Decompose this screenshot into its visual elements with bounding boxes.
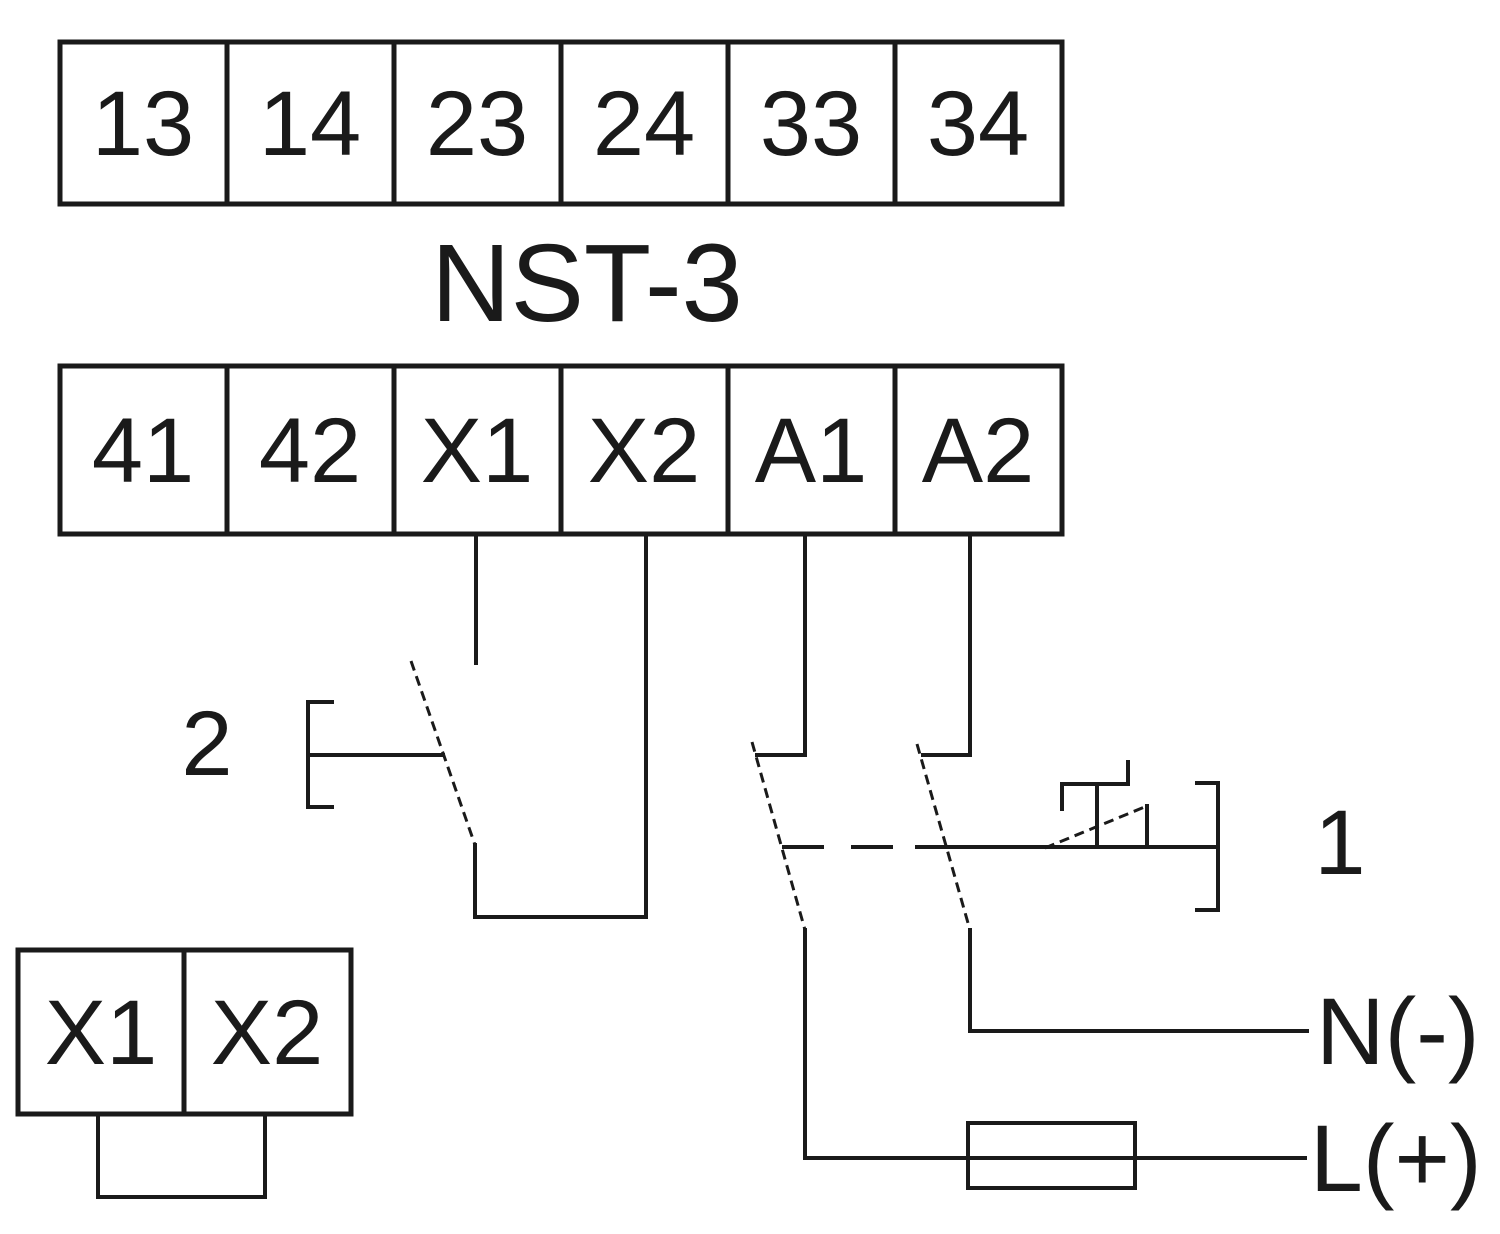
terminal-box-33 [725,39,898,207]
line-supply-label: L(+) [1310,1106,1482,1212]
terminal-box-41 [57,363,230,537]
terminal-label: 33 [760,73,862,175]
button-2-label: 2 [181,693,232,795]
terminal-label: X1 [421,400,534,502]
terminal-label: 23 [426,73,528,175]
aux-terminal-box-x2 [181,947,354,1117]
terminal-label: 41 [92,400,194,502]
wire-aux-jumper [96,1112,267,1199]
terminal-label: 34 [927,73,1029,175]
aux-terminal-box-x1 [15,947,187,1117]
aux-terminal-block: X1 X2 [15,947,354,1117]
terminal-box-42 [224,363,397,537]
terminal-label: 24 [593,73,695,175]
terminal-box-a1 [725,363,898,537]
terminal-box-23 [391,39,564,207]
terminal-label: 13 [92,73,194,175]
push-button-1-icon [1195,781,1220,912]
device-title: NST-3 [431,222,743,345]
terminal-row-bottom: 41 42 X1 X2 A1 A2 [57,363,1065,537]
wire-a1-stub [755,532,807,757]
fuse-icon [966,1121,1137,1190]
terminal-box-34 [892,39,1065,207]
terminal-label: A1 [755,400,868,502]
terminal-box-24 [558,39,731,207]
push-button-2-icon [306,700,445,809]
latching-release-icon [1044,760,1149,850]
terminal-row-top: 13 14 23 24 33 34 [57,39,1065,207]
neutral-supply-label: N(-) [1316,979,1480,1085]
terminal-label: X1 [45,982,158,1084]
terminal-label: X2 [588,400,701,502]
wiring [96,532,1309,1199]
wire-to-line-supply [803,928,1307,1160]
no-contact-arm-a2-icon [915,743,972,931]
terminal-box-14 [224,39,397,207]
terminal-label: X2 [211,982,324,1084]
no-contact-arm-a1-icon [750,741,807,931]
terminal-label: 42 [259,400,361,502]
button-1-label: 1 [1314,792,1365,894]
terminal-box-a2 [892,363,1065,537]
wire-a2-stub [921,532,972,757]
terminal-box-x2 [558,363,731,537]
terminal-label: 14 [259,73,361,175]
wire-to-neutral-supply [968,928,1309,1033]
wire-x2-loop [473,532,648,919]
terminal-label: A2 [922,400,1035,502]
